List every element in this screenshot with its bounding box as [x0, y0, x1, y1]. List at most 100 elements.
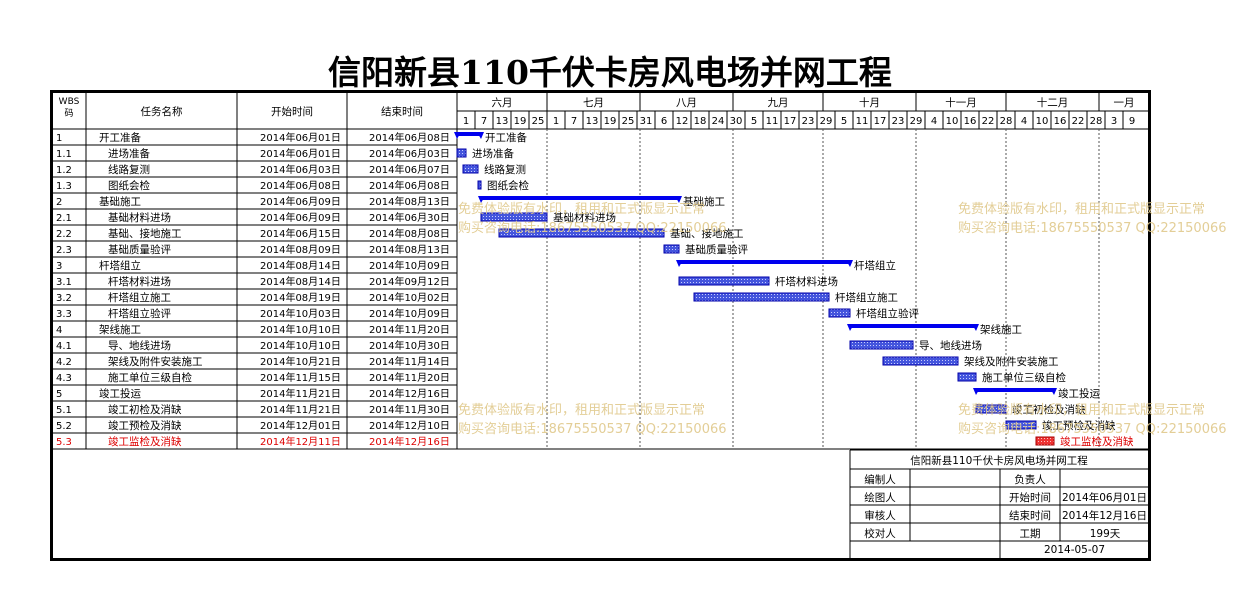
summary-start-marker — [454, 132, 461, 139]
summary-bar — [976, 388, 1054, 392]
task-bar — [663, 244, 680, 254]
header-end-time: 结束时间 — [381, 105, 423, 118]
info-title: 信阳新县110千伏卡房风电场并网工程 — [910, 455, 1088, 467]
task-wbs: 3.2 — [56, 293, 72, 304]
task-name: 线路复测 — [108, 163, 150, 176]
task-bar — [828, 308, 851, 318]
tick-label: 17 — [784, 116, 797, 127]
task-bar — [462, 164, 479, 174]
task-wbs: 1 — [56, 133, 62, 144]
task-start: 2014年08月09日 — [260, 243, 341, 256]
task-name: 杆塔组立 — [99, 259, 141, 272]
task-end: 2014年10月30日 — [369, 339, 450, 352]
task-name: 杆塔组立施工 — [108, 291, 171, 304]
task-start: 2014年06月01日 — [260, 131, 341, 144]
month-label: 十一月 — [945, 96, 977, 109]
tick-label: 12 — [676, 116, 689, 127]
summary-bar — [679, 260, 850, 264]
tick-label: 1 — [463, 116, 469, 127]
task-bar — [1005, 420, 1037, 430]
task-name: 竣工投运 — [99, 387, 141, 400]
month-label: 一月 — [1114, 97, 1135, 109]
task-bar — [456, 148, 467, 158]
task-end: 2014年06月08日 — [369, 131, 450, 144]
month-label: 十二月 — [1037, 96, 1069, 109]
task-start: 2014年08月14日 — [260, 259, 341, 272]
task-end: 2014年12月16日 — [369, 387, 450, 400]
reviewer-label: 审核人 — [864, 510, 896, 522]
task-name: 施工单位三级自检 — [108, 371, 192, 384]
tick-label: 29 — [910, 116, 923, 127]
bar-label: 竣工投运 — [1058, 387, 1100, 400]
watermark-line2: 购买咨询电话:18675550537 QQ:22150066 — [458, 221, 727, 236]
task-bar — [975, 404, 1007, 414]
watermark-line1: 免费体验版有水印，租用和正式版显示正常 — [458, 403, 706, 418]
summary-start-marker — [676, 260, 683, 267]
task-name: 基础、接地施工 — [108, 227, 182, 240]
task-end: 2014年06月03日 — [369, 147, 450, 160]
editor-label: 编制人 — [864, 474, 896, 486]
tick-label: 23 — [892, 116, 905, 127]
bar-label: 开工准备 — [485, 131, 527, 144]
page-title: 信阳新县110千伏卡房风电场并网工程 — [328, 53, 892, 92]
tick-label: 31 — [640, 116, 653, 127]
tick-label: 30 — [730, 116, 743, 127]
task-start: 2014年11月21日 — [260, 403, 341, 416]
task-start: 2014年08月14日 — [260, 275, 341, 288]
summary-end-marker — [477, 132, 484, 139]
tick-label: 7 — [481, 116, 487, 127]
task-end: 2014年11月30日 — [369, 403, 450, 416]
task-name: 架线施工 — [99, 323, 141, 336]
watermark-1: 免费体验版有水印，租用和正式版显示正常 购买咨询电话:18675550537 Q… — [458, 200, 727, 238]
task-start: 2014年10月10日 — [260, 339, 341, 352]
task-end: 2014年10月09日 — [369, 307, 450, 320]
task-end: 2014年06月07日 — [369, 163, 450, 176]
summary-end-marker — [1050, 388, 1057, 395]
watermark-3: 免费体验版有水印，租用和正式版显示正常 购买咨询电话:18675550537 Q… — [458, 401, 727, 439]
task-wbs: 4.2 — [56, 357, 72, 368]
watermark-line1: 免费体验版有水印，租用和正式版显示正常 — [958, 403, 1206, 418]
summary-start-marker — [973, 388, 980, 395]
task-end: 2014年08月13日 — [369, 195, 450, 208]
duration-label: 工期 — [1019, 528, 1041, 540]
task-wbs: 3.1 — [56, 277, 72, 288]
task-name: 杆塔材料进场 — [108, 275, 171, 288]
header-start-time: 开始时间 — [271, 105, 313, 118]
task-wbs: 2.2 — [56, 229, 72, 240]
tick-label: 25 — [532, 116, 545, 127]
task-start: 2014年12月01日 — [260, 419, 341, 432]
duration-value: 199天 — [1089, 528, 1121, 540]
task-name: 导、地线进场 — [108, 339, 171, 352]
bar-label: 进场准备 — [472, 147, 514, 160]
summary-bar — [457, 132, 481, 136]
task-wbs: 2.3 — [56, 245, 72, 256]
task-end: 2014年06月08日 — [369, 179, 450, 192]
bar-label: 杆塔组立施工 — [835, 291, 898, 304]
bar-label: 杆塔组立 — [854, 259, 896, 272]
task-bar — [678, 276, 770, 286]
task-end: 2014年11月20日 — [369, 323, 450, 336]
month-label: 七月 — [583, 97, 604, 109]
task-wbs: 1.3 — [56, 181, 72, 192]
bar-label: 杆塔组立验评 — [856, 307, 919, 320]
tick-label: 16 — [1054, 116, 1067, 127]
tick-label: 10 — [1036, 116, 1049, 127]
task-start: 2014年11月21日 — [260, 387, 341, 400]
task-start: 2014年10月10日 — [260, 323, 341, 336]
task-wbs: 3.3 — [56, 309, 72, 320]
task-name: 基础施工 — [99, 195, 141, 208]
bar-label: 竣工初检及消缺 — [1012, 403, 1086, 416]
task-wbs: 3 — [56, 261, 62, 272]
bar-label: 架线施工 — [980, 323, 1022, 336]
tick-label: 10 — [946, 116, 959, 127]
task-start: 2014年06月15日 — [260, 227, 341, 240]
summary-bar — [850, 324, 976, 328]
task-end: 2014年11月14日 — [369, 355, 450, 368]
task-wbs: 5.1 — [56, 405, 72, 416]
task-wbs: 2.1 — [56, 213, 72, 224]
task-name: 进场准备 — [108, 147, 150, 160]
watermark-line2: 购买咨询电话:18675550537 QQ:22150066 — [458, 422, 727, 437]
owner-label: 负责人 — [1014, 474, 1046, 486]
tick-label: 18 — [694, 116, 707, 127]
bar-label: 竣工预检及消缺 — [1042, 419, 1116, 432]
